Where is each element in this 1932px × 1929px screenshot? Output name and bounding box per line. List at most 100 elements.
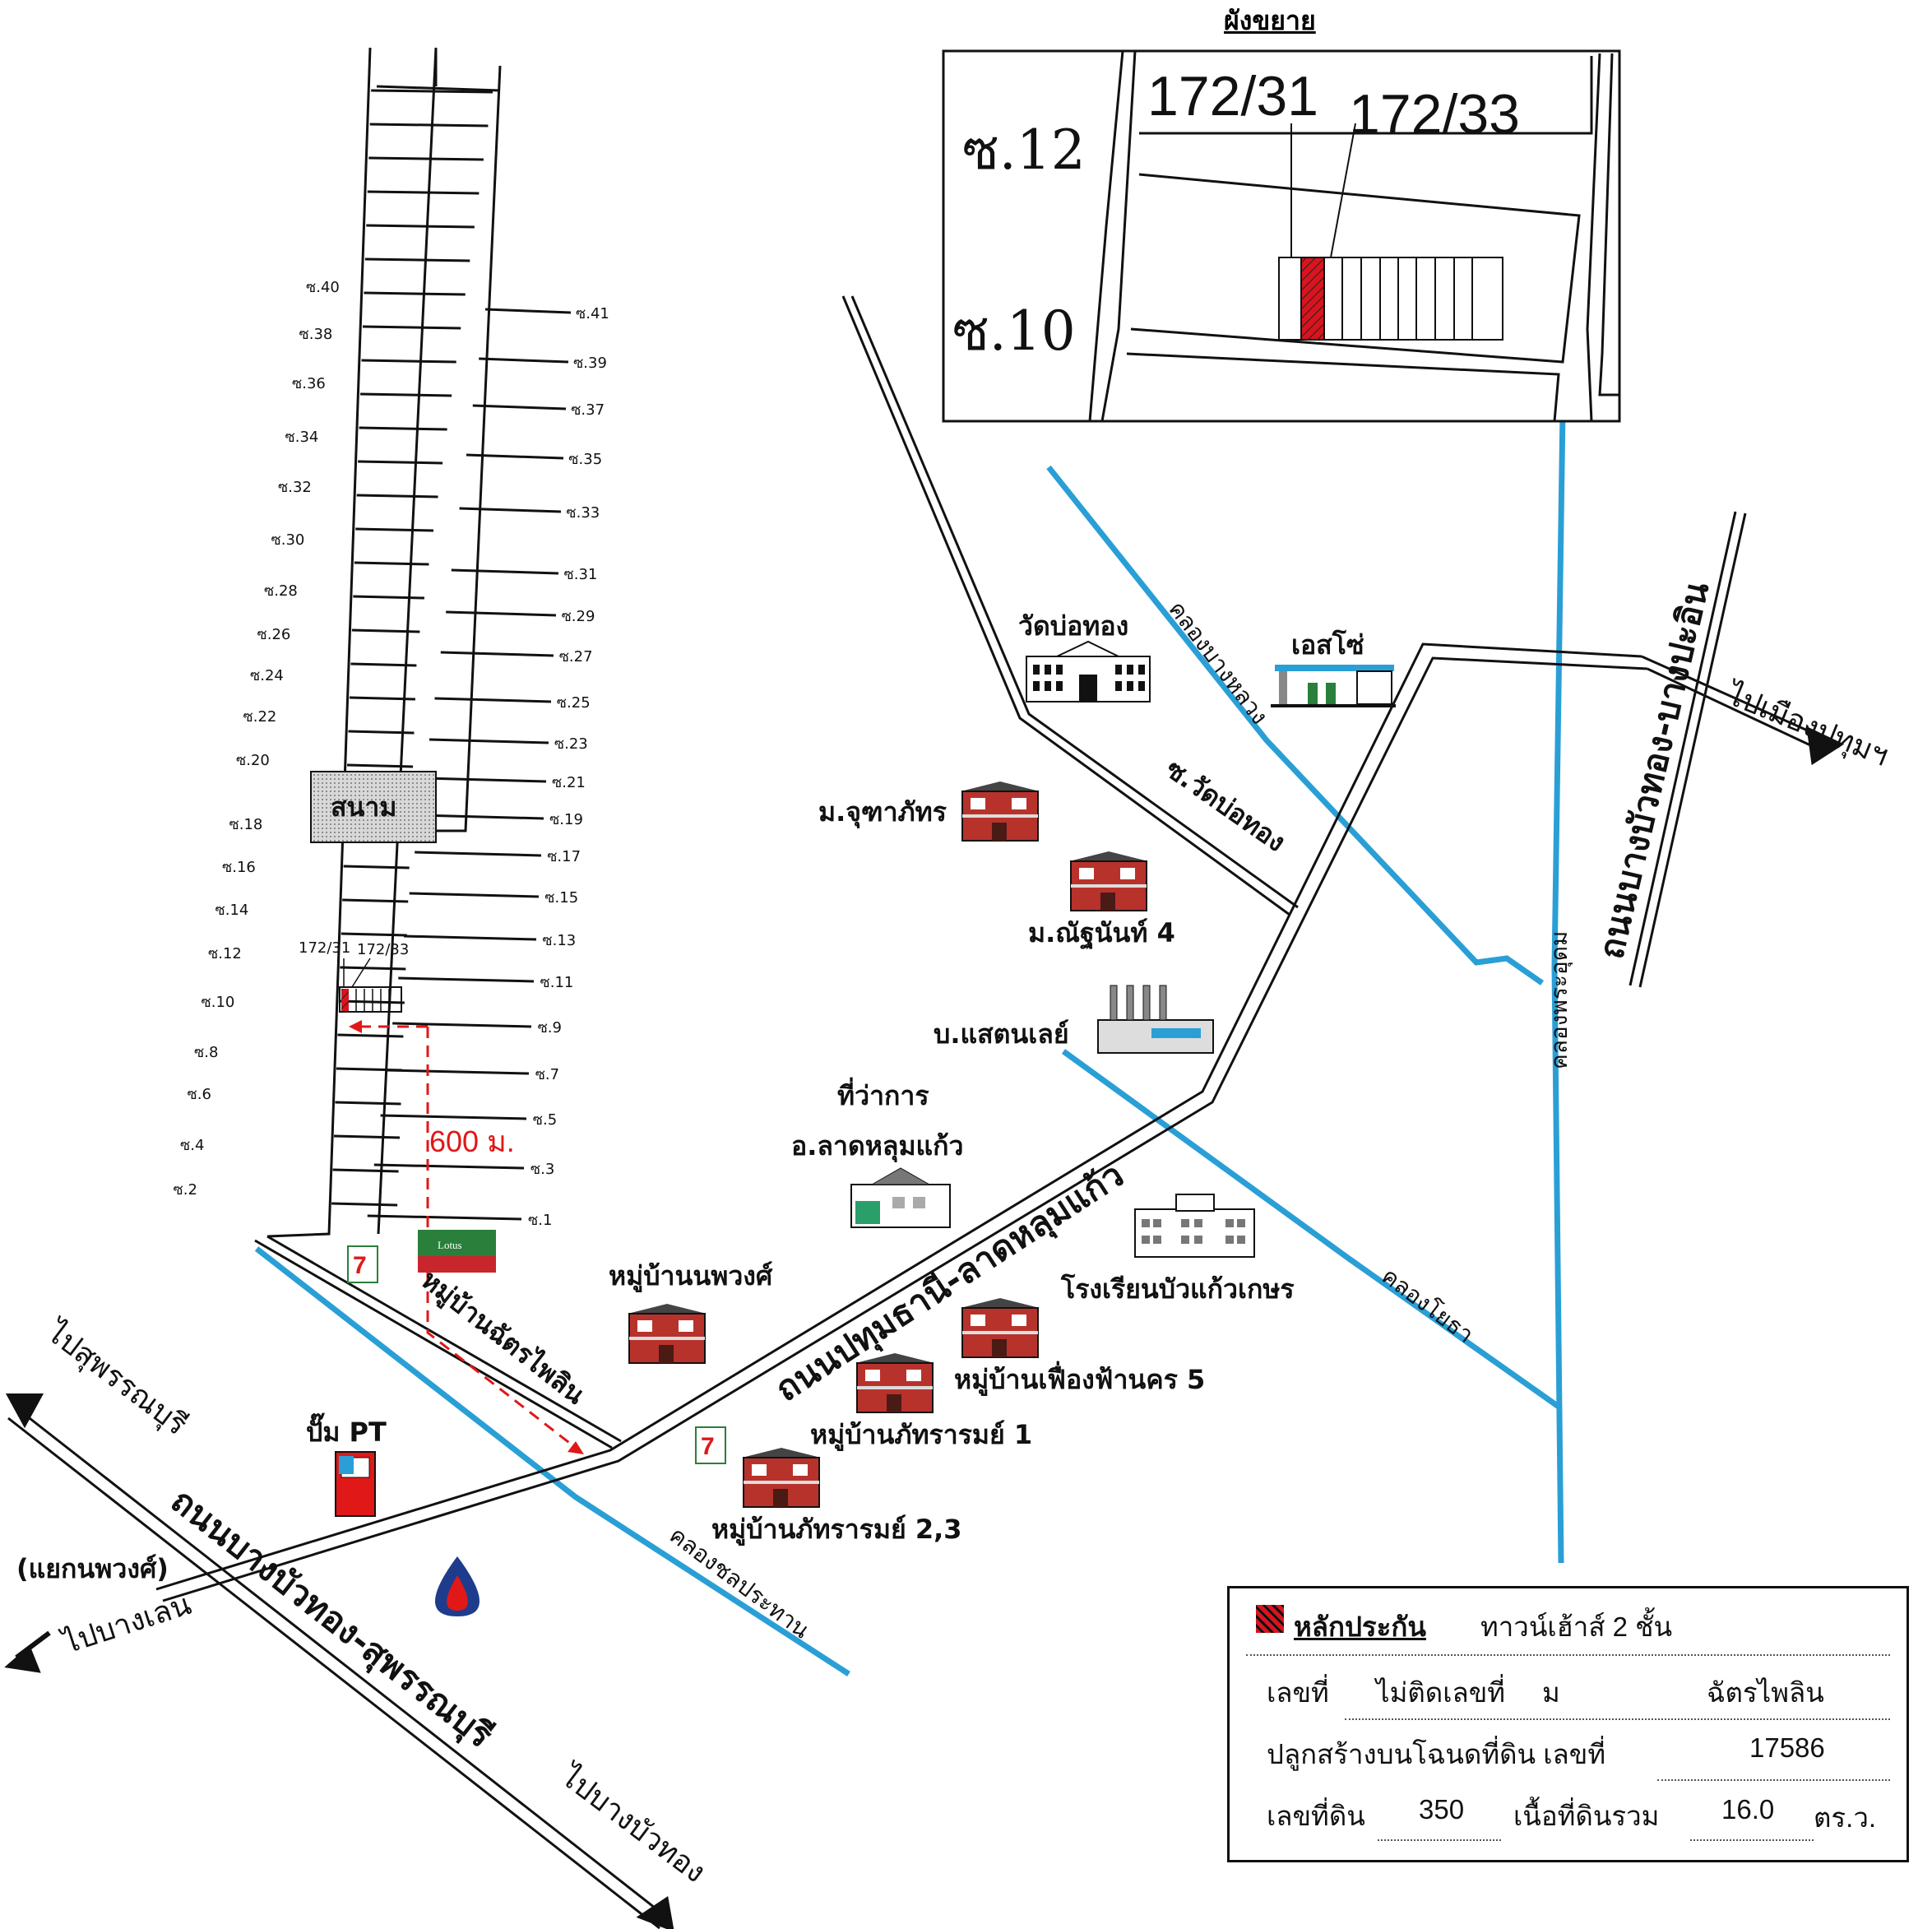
canal-phra-udom-label: คลองพระอุดม <box>1545 931 1573 1069</box>
small-plot-left-label: 172/31 <box>299 939 350 957</box>
district-office-label-1: ที่ว่าการ <box>837 1077 929 1111</box>
ptt-logo-icon <box>435 1556 480 1616</box>
canals <box>254 410 1566 1676</box>
soi-right-label: ซ.25 <box>557 694 591 712</box>
canal-bang-luang-label: คลองบางหลวง <box>1163 596 1273 729</box>
soi-left-label: ซ.30 <box>271 531 305 549</box>
arrow-bang-bua-thong-icon <box>636 1895 674 1929</box>
legend-deed-value: 17586 <box>1749 1732 1825 1763</box>
soi-left-label: ซ.24 <box>250 667 284 684</box>
soi-left-label: ซ.16 <box>222 859 256 876</box>
soi-right-label: ซ.5 <box>533 1111 557 1129</box>
soi-left-label: ซ.38 <box>299 326 333 343</box>
road-suphanburi-label: ถนนบางบัวทอง-สุพรรณบุรี <box>163 1480 501 1757</box>
inset-map <box>942 49 1621 423</box>
legend-house-no-value: ไม่ติดเลขที่ <box>1376 1677 1506 1708</box>
field-label: สนาม <box>331 791 396 823</box>
soi-right-label: ซ.35 <box>568 451 602 468</box>
soi-right-label: ซ.13 <box>542 932 576 949</box>
canal-yotha-label: คลองโยธา <box>1377 1262 1479 1348</box>
pump-label: ปั๊ม PT <box>306 1412 387 1448</box>
route-arrow-left-icon <box>349 1020 362 1033</box>
phattharam1-label: หมู่บ้านภัทรารมย์ 1 <box>810 1419 1032 1452</box>
house-icon-noppawong <box>628 1304 707 1364</box>
house-icon-juthaphat <box>961 781 1040 842</box>
to-pathum-label: ไปเมืองปทุมฯ <box>1720 676 1893 773</box>
seven-eleven-icon: 7 <box>347 1245 378 1283</box>
soi-right-label: ซ.21 <box>552 774 586 791</box>
house-icon-phattharam23 <box>742 1448 821 1508</box>
inset-soi-top-label: ซ.12 <box>962 118 1086 182</box>
temple-label: วัดบ่อทอง <box>1018 610 1128 642</box>
svg-text:Lotus: Lotus <box>438 1239 462 1251</box>
legend-house-no-label: เลขที่ <box>1267 1677 1329 1708</box>
soi-left-label: ซ.32 <box>278 479 312 496</box>
soi-right-label: ซ.39 <box>573 355 607 372</box>
svg-text:7: 7 <box>353 1252 367 1279</box>
legend-area-value: 16.0 <box>1721 1794 1775 1825</box>
soi-right-label: ซ.31 <box>564 566 598 583</box>
route-dashed <box>354 1025 577 1449</box>
canal-phra-udom <box>1551 410 1566 1564</box>
house-icon-phattharam1 <box>855 1353 934 1413</box>
soi-left-label: ซ.28 <box>264 582 298 600</box>
svg-text:7: 7 <box>701 1433 715 1460</box>
soi-left-label: ซ.14 <box>215 902 249 919</box>
seven-eleven-2-icon: 7 <box>695 1426 726 1464</box>
main-roads <box>7 295 1827 1929</box>
soi-right-label: ซ.23 <box>554 735 588 753</box>
district-office-icon <box>850 1167 951 1228</box>
temple-icon <box>1026 640 1151 703</box>
lotus-store-icon: Lotus <box>418 1230 496 1273</box>
district-office-label-2: อ.ลาดหลุมแก้ว <box>791 1130 964 1163</box>
legend-moo-label: ม <box>1542 1677 1560 1708</box>
esso-label: เอสโซ่ <box>1291 629 1364 661</box>
noppawong-label: หมู่บ้านนพวงศ์ <box>609 1260 773 1293</box>
soi-grid <box>266 47 572 1238</box>
soi-left-label: ซ.22 <box>243 708 277 726</box>
school-label: โรงเรียนบัวแก้วเกษร <box>1060 1273 1295 1305</box>
legend-land-no-value: 350 <box>1419 1794 1465 1825</box>
stanley-label: บ.แสตนเลย์ <box>934 1018 1069 1050</box>
route-arrow-end-icon <box>568 1441 584 1454</box>
field-area <box>310 771 437 843</box>
canal-yotha <box>1061 1049 1561 1409</box>
house-icon-nattanan <box>1069 851 1148 911</box>
soi-right-label: ซ.33 <box>566 504 600 522</box>
soi-right-label: ซ.9 <box>538 1019 562 1036</box>
canal-bang-luang <box>1046 465 1545 985</box>
soi-right-label: ซ.37 <box>571 401 605 419</box>
soi-right-label: ซ.17 <box>547 848 581 865</box>
fuel-pump-icon <box>335 1451 376 1517</box>
soi-right-label: ซ.7 <box>535 1066 559 1083</box>
legend-type: ทาวน์เฮ้าส์ 2 ชั้น <box>1480 1611 1673 1642</box>
legend-deed-label: ปลูกสร้างบนโฉนดที่ดิน เลขที่ <box>1267 1739 1606 1769</box>
soi-left-label: ซ.10 <box>202 994 235 1011</box>
inset-plot-left-label: 172/31 <box>1147 65 1318 128</box>
fueangfa-label: หมู่บ้านเฟื่องฟ้านคร 5 <box>954 1361 1205 1397</box>
soi-left-label: ซ.12 <box>208 945 242 962</box>
soi-right-label: ซ.19 <box>549 811 583 828</box>
nattanan-label: ม.ณัฐนันท์ 4 <box>1028 917 1175 950</box>
soi-right-label: ซ.15 <box>544 889 578 907</box>
legend-land-no-label: เลขที่ดิน <box>1267 1801 1365 1831</box>
house-icon-fueangfa <box>961 1298 1040 1358</box>
arrow-suphanburi-icon <box>5 1393 44 1429</box>
legend-area-unit: ตร.ว. <box>1814 1802 1877 1833</box>
small-plot <box>339 958 402 1013</box>
soi-left-label: ซ.4 <box>180 1137 204 1154</box>
soi-right-label: ซ.3 <box>530 1161 554 1178</box>
arrow-pathum-icon <box>1806 726 1845 766</box>
soi-left-label: ซ.2 <box>174 1181 197 1199</box>
soi-left-label: ซ.8 <box>194 1044 218 1061</box>
to-bang-bua-thong-label: ไปบางบัวทอง <box>553 1758 711 1890</box>
distance-label: 600 ม. <box>429 1124 515 1158</box>
collateral-swatch-icon <box>1256 1605 1284 1633</box>
gas-station-icon <box>1271 665 1396 707</box>
soi-left-label: ซ.36 <box>292 375 326 392</box>
legend-collateral: หลักประกัน <box>1294 1611 1426 1642</box>
soi-right-label: ซ.41 <box>576 305 609 322</box>
soi-left-label: ซ.6 <box>188 1086 211 1103</box>
soi-left-label: ซ.34 <box>285 429 319 446</box>
